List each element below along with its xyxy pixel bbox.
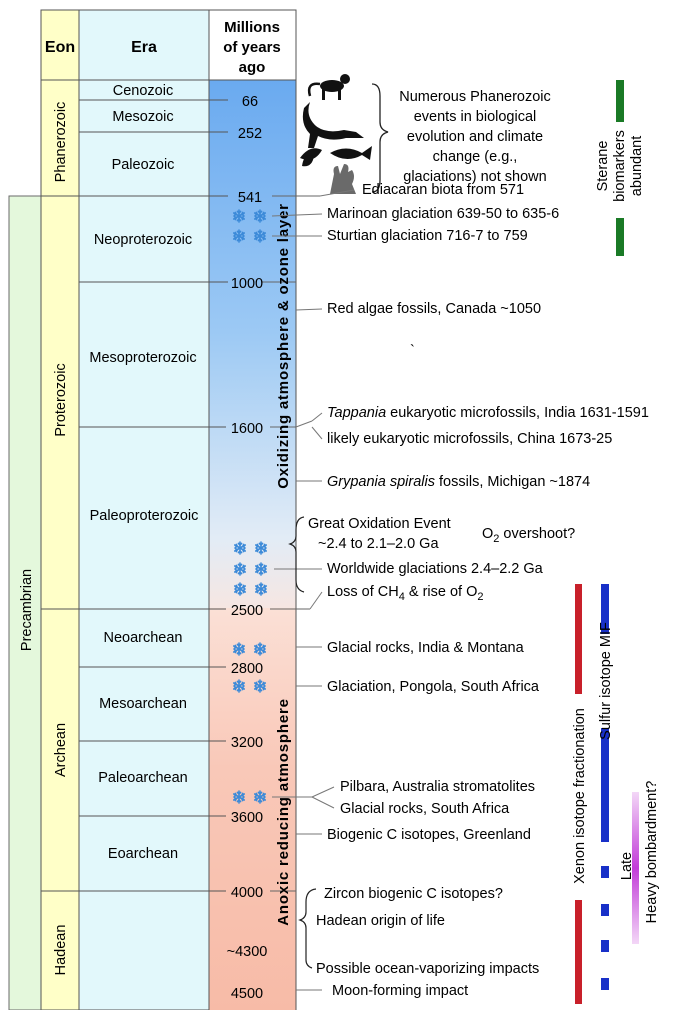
sulfur-dash [601, 978, 609, 990]
sulfur-dash [601, 940, 609, 952]
era-label-cenozoic: Cenozoic [113, 83, 173, 99]
event-worldwide-glaciations: Worldwide glaciations 2.4–2.2 Ga [327, 561, 544, 577]
eon-label-phanerozoic: Phanerozoic [53, 102, 69, 183]
age-252: 252 [238, 126, 262, 142]
lhb-label-late: Late [619, 852, 635, 880]
era-label-neoproterozoic: Neoproterozoic [94, 232, 192, 248]
xenon-label: Xenon isotope fractionation [572, 708, 588, 884]
event-goe-line2: ~2.4 to 2.1–2.0 Ga [318, 536, 439, 552]
event-goe-line1: Great Oxidation Event [308, 516, 451, 532]
age-1600: 1600 [231, 421, 263, 437]
sulfur-bar-main [601, 728, 609, 842]
age-66: 66 [242, 94, 258, 110]
era-label-eoarchean: Eoarchean [108, 846, 178, 862]
era-label-mesozoic: Mesozoic [112, 109, 173, 125]
ch4-text: Loss of CH [327, 584, 399, 600]
era-header: Era [131, 39, 157, 56]
rise-o2-text: & rise of O [405, 584, 478, 600]
lhb-label-heavy: Heavy bombardment? [644, 781, 660, 924]
hadean-brace [300, 889, 316, 968]
event-zircon: Zircon biogenic C isotopes? [324, 886, 503, 902]
era-label-neoarchean: Neoarchean [104, 630, 183, 646]
sponge-icon [330, 164, 356, 194]
sterane-label-line: biomarkers [612, 130, 628, 202]
age-4000: 4000 [231, 885, 263, 901]
sulfur-dash [601, 904, 609, 916]
era-label-paleoarchean: Paleoarchean [98, 770, 188, 786]
event-ocean-vapor: Possible ocean-vaporizing impacts [316, 961, 539, 977]
event-marinoan: Marinoan glaciation 639-50 to 635-6 [327, 206, 559, 222]
event-sa-glacial: Glacial rocks, South Africa [340, 801, 510, 817]
age-3200: 3200 [231, 735, 263, 751]
sterane-label-line: abundant [629, 136, 645, 196]
o2-letter: O [482, 526, 493, 542]
age-3600: 3600 [231, 810, 263, 826]
era-label-mesoproterozoic: Mesoproterozoic [89, 350, 196, 366]
eon-label-hadean: Hadean [53, 925, 69, 976]
phanerozoic-note-line: evolution and climate [407, 129, 543, 145]
event-china: likely eukaryotic microfossils, China 16… [327, 431, 612, 447]
fish-icon [330, 146, 372, 160]
phanerozoic-note-line: change (e.g., [433, 149, 518, 165]
xenon-bar-lower [575, 900, 582, 1004]
phanerozoic-note-line: events in biological [414, 109, 537, 125]
age-2500: 2500 [231, 603, 263, 619]
event-sturtian: Sturtian glaciation 716-7 to 759 [327, 228, 528, 244]
event-greenland: Biogenic C isotopes, Greenland [327, 827, 531, 843]
event-tappania: Tappania eukaryotic microfossils, India … [327, 405, 649, 421]
organism-silhouettes [300, 74, 372, 194]
mya-header-line1: Millions [224, 19, 280, 36]
age-4300: ~4300 [227, 944, 268, 960]
eon-header: Eon [45, 39, 75, 56]
event-india-montana: Glacial rocks, India & Montana [327, 640, 525, 656]
age-1000: 1000 [231, 276, 263, 292]
event-tappania-italic: Tappania [327, 405, 386, 421]
stray-mark: ` [410, 343, 415, 359]
monkey-icon [309, 74, 350, 100]
sterane-label-line: Sterane [595, 141, 611, 192]
sterane-label: Sterane biomarkers abundant [595, 130, 645, 202]
sulfur-dash [601, 866, 609, 878]
phanerozoic-note: Numerous Phanerozoic events in biologica… [399, 89, 551, 185]
era-label-paleozoic: Paleozoic [112, 157, 175, 173]
supereon-label-precambrian: Precambrian [19, 569, 35, 651]
phanerozoic-brace [372, 84, 388, 192]
event-tappania-rest: eukaryotic microfossils, India 1631-1591 [386, 405, 649, 421]
sterane-bar-bottom [616, 218, 624, 256]
event-grypania: Grypania spiralis fossils, Michigan ~187… [327, 474, 590, 490]
age-2800: 2800 [231, 661, 263, 677]
event-pilbara: Pilbara, Australia stromatolites [340, 779, 535, 795]
mya-header-line3: ago [239, 59, 266, 76]
event-o2-overshoot: O2 overshoot? [482, 526, 575, 545]
era-label-paleoproterozoic: Paleoproterozoic [90, 508, 199, 524]
leaf-icon [300, 148, 322, 166]
event-ediacaran: Ediacaran biota from 571 [362, 182, 524, 198]
oxidizing-atmosphere-label: Oxidizing atmosphere & ozone layer [275, 203, 292, 489]
dinosaur-icon [303, 102, 364, 148]
age-541: 541 [238, 190, 262, 206]
xenon-bar-upper [575, 584, 582, 694]
event-red-algae: Red algae fossils, Canada ~1050 [327, 301, 541, 317]
o2-overshoot-rest: overshoot? [499, 526, 575, 542]
anoxic-atmosphere-label: Anoxic reducing atmosphere [275, 698, 292, 926]
event-hadean-life: Hadean origin of life [316, 913, 445, 929]
mya-header-line2: of years [223, 39, 281, 56]
event-loss-ch4: Loss of CH4 & rise of O2 [327, 584, 484, 603]
phanerozoic-note-line: Numerous Phanerozoic [399, 89, 551, 105]
transition-band [209, 538, 296, 608]
event-moon-impact: Moon-forming impact [332, 983, 468, 999]
event-pongola: Glaciation, Pongola, South Africa [327, 679, 540, 695]
o2-subscript: 2 [477, 591, 483, 603]
eon-label-proterozoic: Proterozoic [53, 363, 69, 436]
sterane-bar-top [616, 80, 624, 122]
age-4500: 4500 [231, 986, 263, 1002]
eon-label-archean: Archean [53, 723, 69, 777]
era-label-mesoarchean: Mesoarchean [99, 696, 187, 712]
event-grypania-rest: fossils, Michigan ~1874 [435, 474, 590, 490]
event-grypania-italic: Grypania spiralis [327, 474, 435, 490]
sulfur-label: Sulfur isotope MIF [598, 622, 614, 740]
